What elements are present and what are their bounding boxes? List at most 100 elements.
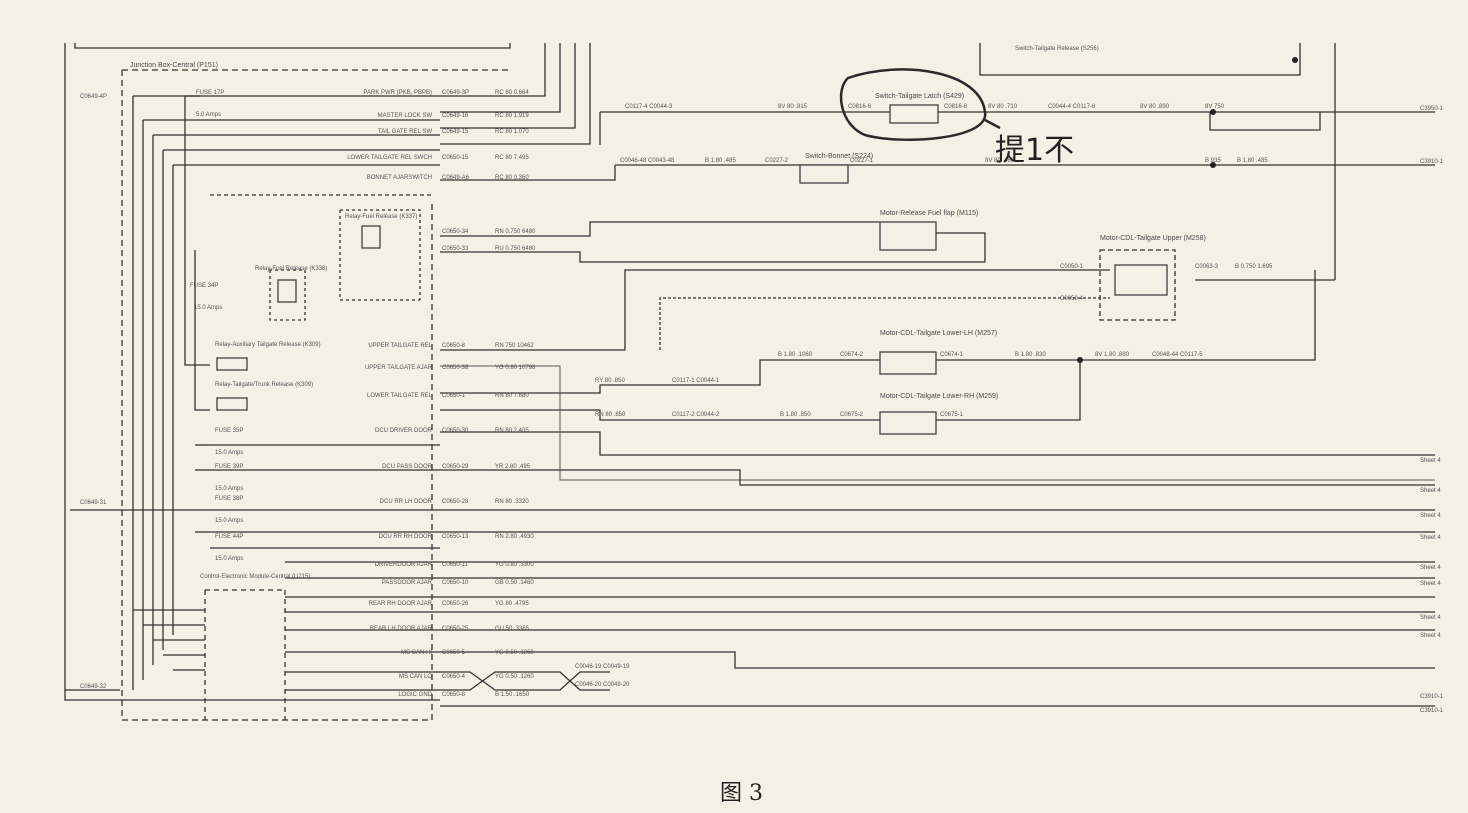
circuit-connector-label: C0650-4	[442, 674, 466, 680]
wire-label: B 1.80 .1060	[778, 352, 813, 358]
component-label: Switch-Tailgate Latch (S429)	[875, 93, 964, 100]
circuit-connector-label: C0649-A6	[442, 175, 470, 181]
wire-label: C0063-3	[1195, 264, 1219, 270]
fuse-label: FUSE 38P	[215, 496, 243, 502]
fuse-rating: 15.0 Amps	[215, 486, 243, 492]
wire-label: 8V 1.80 .880	[1095, 352, 1130, 358]
wire-label: B 1.80 .485	[705, 158, 736, 164]
fuse-rating: 15.0 Amps	[215, 450, 243, 456]
component-label: Motor-Release Fuel flap (M115)	[880, 210, 978, 217]
right-connector-label: C3910-1	[1420, 708, 1444, 714]
circuit-connector-label: C0650-29	[442, 464, 469, 470]
junction-box-left-connector: C0649-4P	[80, 94, 107, 100]
wire-label: C0046-20 C0049-20	[575, 682, 630, 688]
relay-label: Relay-Fuel Release (K337)	[345, 214, 417, 220]
wire-label: 8V 80 .815	[778, 104, 808, 110]
relay-k338-box	[277, 279, 297, 303]
circuit-function-label: TAIL GATE REL SW	[378, 129, 432, 135]
handwritten-note: 提1不	[995, 133, 1074, 168]
wire-label: C0046-19 C0049-19	[575, 664, 630, 670]
right-connector-label: Sheet 4	[1420, 565, 1441, 571]
motor-tailgate-lower-rh-box	[879, 411, 937, 435]
right-connector-label: Sheet 4	[1420, 615, 1441, 621]
circuit-wire-label: RC 80 1.070	[495, 129, 529, 135]
circuit-function-label: MS CAN LO	[399, 674, 432, 680]
wire-label: C0675-2	[840, 412, 864, 418]
circuit-function-label: PARK PWR (PKB, PBPB)	[363, 90, 432, 96]
circuit-wire-label: YG 0.50 .1260	[495, 674, 534, 680]
relay-k337-box	[361, 225, 381, 249]
circuit-connector-label: C0650-10	[442, 580, 469, 586]
circuit-connector-label: C0650-25	[442, 626, 469, 632]
fuse-rating: 15.0 Amps	[215, 518, 243, 524]
wire-label: B 935	[1205, 158, 1221, 164]
circuit-wire-label: B 1.50 .1650	[495, 692, 530, 698]
motor-tailgate-lower-lh-box	[879, 351, 937, 375]
relay-aux-tailgate-box	[216, 357, 248, 371]
circuit-connector-label: C0650-8	[442, 692, 466, 698]
circuit-connector-label: C0650-15	[442, 155, 469, 161]
circuit-function-label: BONNET AJARSWITCH	[367, 175, 432, 181]
circuit-wire-label: RN 2.80 .4930	[495, 534, 534, 540]
wire-label: B 1.80 .850	[780, 412, 811, 418]
circuit-function-label: DCU RR LH DOOR	[380, 499, 433, 505]
circuit-function-label: MS CAN HI	[401, 650, 432, 656]
circuit-connector-label: C0649-16	[442, 113, 469, 119]
fuse-rating: 15.0 Amps	[215, 556, 243, 562]
wire-label: 8V 80 .890	[1140, 104, 1170, 110]
fuse-label: FUSE 44P	[215, 534, 243, 540]
circuit-function-label: LOWER TAILGATE REL	[367, 393, 433, 399]
circuit-function-label: PASSDOOR AJAR	[382, 580, 433, 586]
circuit-connector-label: C0650-33	[442, 246, 469, 252]
circuit-wire-label: YG 0.80 10798	[495, 365, 536, 371]
circuit-wire-label: RC 80 7.495	[495, 155, 529, 161]
wire-label: C0675-1	[940, 412, 964, 418]
component-label: Motor-CDL-Tailgate Lower-RH (M259)	[880, 393, 998, 400]
circuit-wire-label: YG 80 .4795	[495, 601, 529, 607]
right-connector-label: Sheet 4	[1420, 513, 1441, 519]
switch-bonnet-box	[799, 164, 849, 184]
switch-tailgate-latch-box	[889, 104, 939, 124]
wire-label: C0117-2 C0044-2	[672, 412, 720, 418]
fuse-rating: 5.0 Amps	[196, 112, 221, 118]
wire-label: C0050-4	[1060, 296, 1084, 302]
circuit-rows: PARK PWR (PKB, PBPB) C0649-3P RC 80 0.664M…	[347, 90, 536, 698]
circuit-function-label: REAR LH DOOR AJAR	[370, 626, 433, 632]
circuit-wire-label: RN 750 10462	[495, 343, 534, 349]
right-connector-label: C3910-1	[1420, 694, 1444, 700]
right-connector-label: Sheet 4	[1420, 488, 1441, 494]
circuit-connector-label: C0650-5	[442, 650, 466, 656]
circuit-connector-label: C0650-13	[442, 534, 469, 540]
wire-label: 8V 80 .710	[988, 104, 1018, 110]
junction-dot	[1210, 162, 1216, 168]
circuit-wire-label: GB 0.50 .1460	[495, 580, 534, 586]
wire-label: B 0.750 1.695	[1235, 264, 1273, 270]
wire-label: C0674-1	[940, 352, 964, 358]
relay-tailgate-trunk-box	[216, 397, 248, 411]
wire-label: C0048-44 C0117-5	[1152, 352, 1203, 358]
relay-label: Relay-Tailgate/Trunk Release (K309)	[215, 382, 313, 388]
wire-label: C0816-8	[944, 104, 968, 110]
circuit-function-label: DCU DRIVER DOOR	[375, 428, 433, 434]
junction-box-title: Junction Box-Central (P151)	[130, 62, 218, 69]
circuit-wire-label: RC 80 0.664	[495, 90, 529, 96]
handwritten-pointer	[984, 118, 1001, 130]
fuse-rating: 15.0 Amps	[194, 305, 222, 311]
component-label: Switch-Bonnet (S224)	[805, 153, 873, 160]
relay-label: Relay-Auxiliary Tailgate Release (K309)	[215, 342, 321, 348]
junction-dot	[1210, 109, 1216, 115]
circuit-connector-label: C0649-3P	[442, 90, 469, 96]
circuit-function-label: LOGIC GND	[398, 692, 432, 698]
wire-label: B 1.80 .830	[1015, 352, 1046, 358]
circuit-function-label: REAR RH DOOR AJAR	[369, 601, 433, 607]
circuit-connector-label: C0650-34	[442, 229, 469, 235]
circuit-function-label: MASTER LOCK SW	[378, 113, 433, 119]
circuit-connector-label: C0650-38	[442, 365, 469, 371]
wire-label: C0227-1	[850, 158, 874, 164]
wire-label: RN 80 .850	[595, 412, 626, 418]
fuse-label: FUSE 35P	[215, 428, 243, 434]
wire-label: C0044-4 C0117-8	[1048, 104, 1096, 110]
circuit-wire-label: RN 80 2.405	[495, 428, 529, 434]
right-connector-label: Sheet 4	[1420, 633, 1441, 639]
junction-dot	[1292, 57, 1298, 63]
